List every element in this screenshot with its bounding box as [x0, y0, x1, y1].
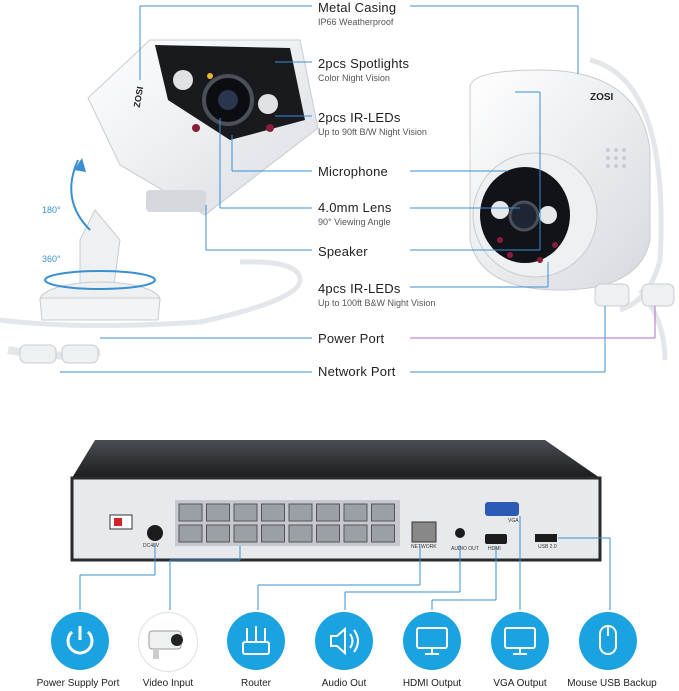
poe-port: [316, 503, 340, 522]
poe-port: [288, 524, 313, 543]
port-caption-router: Router: [240, 678, 272, 689]
tilt-angle-label: 180°: [42, 205, 61, 215]
port-caption-usb: Mouse USB Backup: [567, 678, 657, 689]
callout-network-port: Network Port: [318, 364, 396, 379]
router-icon: [227, 612, 285, 670]
port-caption-video: Video Input: [142, 678, 194, 689]
nvr-recorder: [70, 440, 602, 562]
nvr-label-audio: AUDIO OUT: [451, 546, 479, 552]
pan-angle-label: 360°: [42, 254, 61, 264]
speaker-icon: [315, 612, 373, 670]
power-icon: [51, 612, 109, 670]
nvr-label-hdmi: HDMI: [488, 546, 501, 552]
callout-speaker: Speaker: [318, 244, 368, 259]
nvr-label-vga: VGA: [508, 518, 519, 524]
poe-port: [233, 503, 258, 522]
callout-ir-leds-dome: 4pcs IR-LEDs Up to 100ft B&W Night Visio…: [318, 281, 436, 308]
poe-port: [206, 524, 230, 543]
poe-port: [178, 503, 203, 522]
nvr-label-usb: USB 2.0: [538, 544, 557, 550]
callout-ir-leds-bullet: 2pcs IR-LEDs Up to 90ft B/W Night Vision: [318, 110, 427, 137]
poe-port: [343, 524, 368, 543]
callout-power-port: Power Port: [318, 331, 385, 346]
callout-microphone: Microphone: [318, 164, 388, 179]
poe-port: [371, 503, 395, 522]
monitor-icon: [403, 612, 461, 670]
callout-metal-casing: Metal Casing IP66 Weatherproof: [318, 0, 397, 27]
monitor-icon: [491, 612, 549, 670]
callout-lens: 4.0mm Lens 90° Viewing Angle: [318, 200, 392, 227]
poe-port: [371, 524, 395, 543]
poe-port: [233, 524, 258, 543]
poe-port-grid: [175, 500, 400, 546]
poe-port: [261, 524, 285, 543]
dome-brand-logo: ZOSI: [590, 92, 614, 103]
port-caption-hdmi: HDMI Output: [402, 678, 462, 689]
poe-port: [288, 503, 313, 522]
bullet-camera: [39, 39, 319, 321]
nvr-label-power: DC48V: [143, 543, 160, 549]
poe-port: [343, 503, 368, 522]
callout-spotlights: 2pcs Spotlights Color Night Vision: [318, 56, 410, 83]
poe-port: [316, 524, 340, 543]
camera-icon: [138, 612, 198, 672]
port-caption-audio: Audio Out: [321, 678, 367, 689]
port-caption-vga: VGA Output: [493, 678, 547, 689]
poe-port: [261, 503, 285, 522]
poe-port: [206, 503, 230, 522]
mouse-icon: [579, 612, 637, 670]
nvr-label-network: NETWORK: [411, 544, 437, 550]
poe-port: [178, 524, 203, 543]
dome-camera: [469, 69, 651, 291]
port-caption-power: Power Supply Port: [36, 678, 120, 689]
